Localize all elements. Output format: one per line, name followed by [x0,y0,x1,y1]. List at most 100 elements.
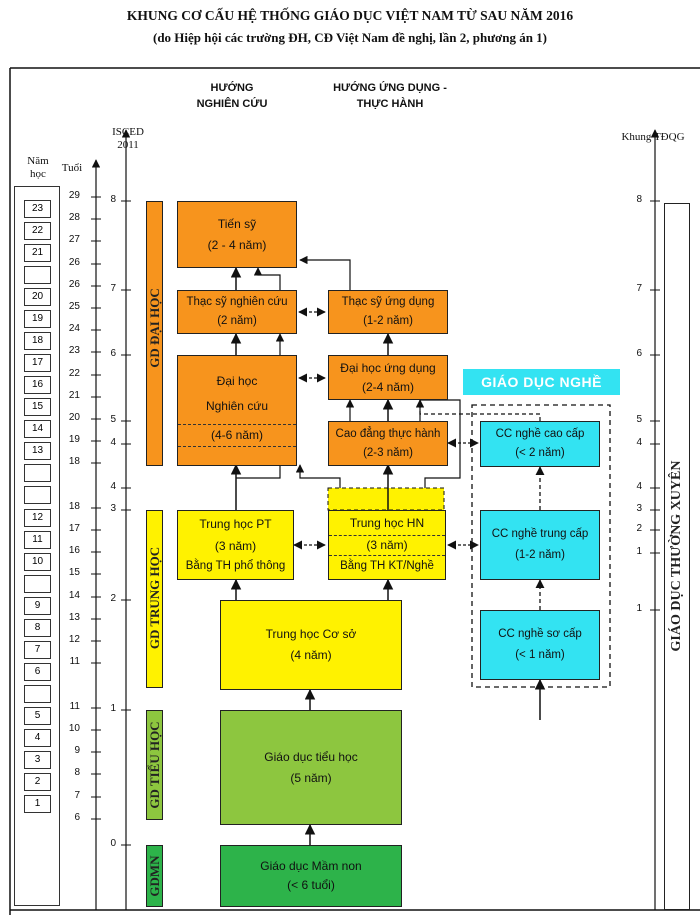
box-tien-sy: Tiến sỹ (2 - 4 năm) [177,201,297,268]
age-tick-label: 26 [68,279,80,290]
age-tick-label: 22 [68,368,80,379]
box-mam-non-duration: (< 6 tuổi) [287,878,335,892]
year-cell: 6 [24,663,51,681]
level-label-dai-hoc: GD ĐẠI HỌC [147,288,162,368]
age-tick-label: 18 [68,501,80,512]
year-cell: 20 [24,288,51,306]
age-tick-label: 11 [69,656,80,667]
box-mam-non: Giáo dục Mầm non (< 6 tuổi) [220,845,402,907]
level-label-thuong-xuyen: GIÁO DỤC THƯỜNG XUYÊN [669,460,684,652]
year-axis-label: Năm học [27,155,49,180]
age-tick-label: 17 [68,523,80,534]
box-dai-hoc-nc-title: Đại học [216,374,258,388]
isced-tick-label: 7 [110,283,116,294]
tdqg-tick-label: 4 [636,437,642,448]
year-cell: 23 [24,200,51,218]
tdqg-tick-label: 1 [636,546,642,557]
header-research: HƯỚNG NGHIÊN CỨU [196,82,268,110]
box-thcs: Trung học Cơ sở (4 năm) [220,600,402,690]
age-tick-label: 12 [68,634,80,645]
box-cc-so-cap-title: CC nghề sơ cấp [498,628,582,640]
box-dai-hoc-ud: Đại học ứng dụng (2-4 năm) [328,355,448,400]
level-bar-mam-non [146,845,163,907]
level-label-nghe: GIÁO DỤC NGHỀ [463,369,620,395]
age-tick-label: 28 [68,212,80,223]
year-cell [24,486,51,504]
year-column [14,186,60,906]
year-cell [24,685,51,703]
year-cell: 3 [24,751,51,769]
box-cc-so-cap-duration: (< 1 năm) [515,649,565,661]
isced-tick-label: 4 [110,481,116,492]
year-cell: 11 [24,531,51,549]
box-thcs-title: Trung học Cơ sở [265,627,357,641]
tdqg-tick-label: 2 [636,523,642,534]
tdqg-label: Khung TĐQG [621,131,685,143]
box-dai-hoc-nc: Đại học Nghiên cứu (4-6 năm) [177,355,297,466]
level-label-tieu-hoc: GD TIỂU HỌC [147,721,162,809]
box-tien-sy-duration: (2 - 4 năm) [207,237,267,252]
isced-tick-label: 6 [110,348,116,359]
isced-tick-label: 1 [110,703,116,714]
box-tieu-hoc-title: Giáo dục tiểu học [264,749,358,764]
page-subtitle: (do Hiệp hội các trường ĐH, CĐ Việt Nam … [152,30,548,45]
age-tick-label: 18 [68,456,80,467]
box-dai-hoc-ud-title: Đại học ứng dụng [340,360,436,375]
level-bar-trung-hoc [146,510,163,688]
level-label-trung-hoc: GD TRUNG HỌC [147,546,162,650]
age-tick-label: 20 [68,412,80,423]
isced-label: ISCED 2011 [112,126,144,151]
year-cell: 8 [24,619,51,637]
year-cell: 12 [24,509,51,527]
tdqg-tick-label: 7 [636,283,642,294]
year-cell: 15 [24,398,51,416]
year-cell [24,464,51,482]
box-cc-trung-cap-duration: (1-2 năm) [515,549,565,561]
year-cell [24,575,51,593]
age-tick-label: 29 [68,190,80,201]
isced-tick-label: 4 [110,437,116,448]
isced-tick-label: 8 [110,194,116,205]
level-bar-tieu-hoc [146,710,163,820]
age-tick-label: 14 [68,590,80,601]
tdqg-tick-label: 4 [636,481,642,492]
box-cc-cao-cap-duration: (< 2 năm) [515,447,565,459]
box-thpt-title: Trung học PT [199,516,272,531]
age-tick-label: 25 [68,301,80,312]
box-th-hn-cert: Bằng TH KT/Nghề [340,560,434,572]
box-thac-sy-ud-duration: (1-2 năm) [363,315,413,327]
age-tick-label: 19 [68,434,80,445]
age-tick-label: 23 [68,345,80,356]
box-cc-cao-cap-title: CC nghề cao cấp [495,428,585,440]
year-cell: 7 [24,641,51,659]
isced-tick-label: 3 [110,503,116,514]
age-tick-label: 9 [74,745,80,756]
year-cell: 14 [24,420,51,438]
year-cell: 10 [24,553,51,571]
box-cao-dang-title: Cao đẳng thực hành [335,427,441,440]
tdqg-tick-label: 8 [636,194,642,205]
box-th-hn: Trung học HN (3 năm) Bằng TH KT/Nghề [328,510,446,580]
box-tien-sy-title: Tiến sỹ [217,216,257,231]
year-cell: 2 [24,773,51,791]
box-dai-hoc-ud-duration: (2-4 năm) [361,379,414,394]
level-bar-dai-hoc [146,201,163,466]
page-title: KHUNG CƠ CẤU HỆ THỐNG GIÁO DỤC VIỆT NAM … [126,8,574,23]
box-cao-dang-duration: (2-3 năm) [363,446,413,459]
age-tick-label: 6 [74,812,80,823]
box-thac-sy-ud: Thạc sỹ ứng dụng (1-2 năm) [328,290,448,334]
year-cell: 19 [24,310,51,328]
year-cell [24,266,51,284]
box-thcs-duration: (4 năm) [290,648,332,662]
box-cao-dang: Cao đẳng thực hành (2-3 năm) [328,421,448,466]
year-cell: 4 [24,729,51,747]
level-label-mam-non: GDMN [147,855,162,897]
box-cc-so-cap: CC nghề sơ cấp (< 1 năm) [480,610,600,680]
tdqg-tick-label: 6 [636,348,642,359]
box-mam-non-title: Giáo dục Mầm non [260,859,362,873]
year-cell: 5 [24,707,51,725]
box-tieu-hoc: Giáo dục tiểu học (5 năm) [220,710,402,825]
tdqg-tick-label: 5 [636,414,642,425]
